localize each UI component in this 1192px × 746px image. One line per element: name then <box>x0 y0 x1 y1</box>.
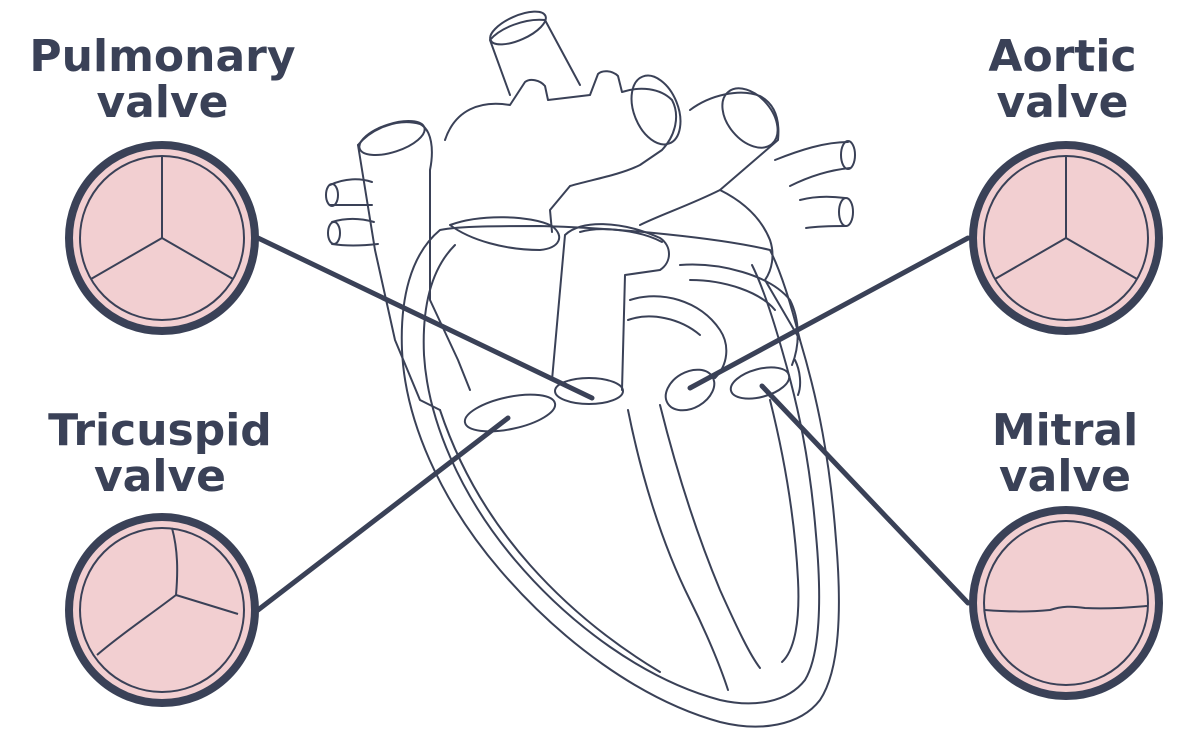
pulmonary-artery-rim <box>579 228 663 243</box>
pulmonary-vein-right-lower-end <box>838 197 854 227</box>
pulmonary-valve-label: Pulmonary valve <box>20 34 305 126</box>
tricuspid-label-line2: valve <box>94 451 226 502</box>
aortic-label-line2: valve <box>996 77 1129 128</box>
mitral-valve-circle <box>969 506 1163 700</box>
mitral-valve-leaflets <box>984 605 1148 613</box>
right-ventricle-inner <box>439 409 661 673</box>
tricuspid-valve-ring <box>65 513 259 707</box>
mitral-valve-label: Mitral valve <box>975 408 1155 500</box>
pulmonary-vein-right-upper <box>774 141 851 187</box>
tricuspid-valve-inner <box>79 527 245 693</box>
pulmonary-valve-cusps <box>90 156 234 280</box>
aortic-valve-label: Aortic valve <box>955 34 1170 126</box>
mitral-label-line1: Mitral <box>991 405 1139 456</box>
right-atrium <box>449 216 561 251</box>
heart-illustration <box>325 10 856 728</box>
left-atrium-curve <box>679 263 799 366</box>
mitral-connector <box>759 383 971 606</box>
left-ventricle-inner <box>769 399 800 663</box>
mitral-valve-inner <box>983 520 1149 686</box>
tricuspid-valve-label: Tricuspid valve <box>35 408 285 500</box>
pulmonary-artery-tube <box>551 223 670 391</box>
pulmonary-trunk <box>639 91 780 226</box>
pulmonary-vein-left-lower-end <box>327 221 341 245</box>
tricuspid-valve-opening <box>463 393 557 433</box>
pulmonary-label-line2: valve <box>96 77 229 128</box>
ascending-aorta <box>627 295 728 379</box>
pulmonary-connector <box>255 235 595 401</box>
svc-opening <box>358 120 426 156</box>
tricuspid-valve-circle <box>65 513 259 707</box>
aortic-valve-cusps <box>994 156 1138 280</box>
septum-left <box>627 409 729 691</box>
mitral-label-line2: valve <box>999 451 1131 502</box>
septum-right <box>659 404 761 669</box>
aortic-arch <box>444 70 678 233</box>
pulmonary-trunk-opening <box>721 87 779 149</box>
aortic-valve-circle <box>969 141 1163 335</box>
pulmonary-vein-right-lower <box>799 195 847 229</box>
heart-outer-body <box>400 225 840 728</box>
pulmonary-vein-right-upper-end <box>840 140 856 170</box>
brachiocephalic-opening <box>489 10 547 46</box>
aortic-opening <box>630 74 682 146</box>
left-atrium-inner <box>689 279 776 311</box>
pulmonary-vein-left-upper-end <box>325 183 339 207</box>
mitral-valve-opening <box>729 366 791 400</box>
tricuspid-label-line1: Tricuspid <box>48 405 272 456</box>
aortic-label-line1: Aortic <box>988 31 1137 82</box>
left-auricle <box>719 189 801 341</box>
pulmonary-valve-circle <box>65 141 259 335</box>
heart-inner-wall <box>422 244 821 705</box>
superior-vena-cava <box>357 121 471 391</box>
aortic-connector <box>687 235 971 391</box>
tricuspid-valve-cusps <box>96 527 239 656</box>
pulmonary-valve-opening <box>554 377 624 405</box>
mitral-chordae <box>794 359 802 396</box>
pulmonary-label-line1: Pulmonary <box>29 31 296 82</box>
connector-lines <box>255 235 971 613</box>
tricuspid-connector <box>255 415 511 613</box>
mitral-valve-ring <box>969 506 1163 700</box>
superior-vena-cava-left-edge <box>357 144 441 411</box>
